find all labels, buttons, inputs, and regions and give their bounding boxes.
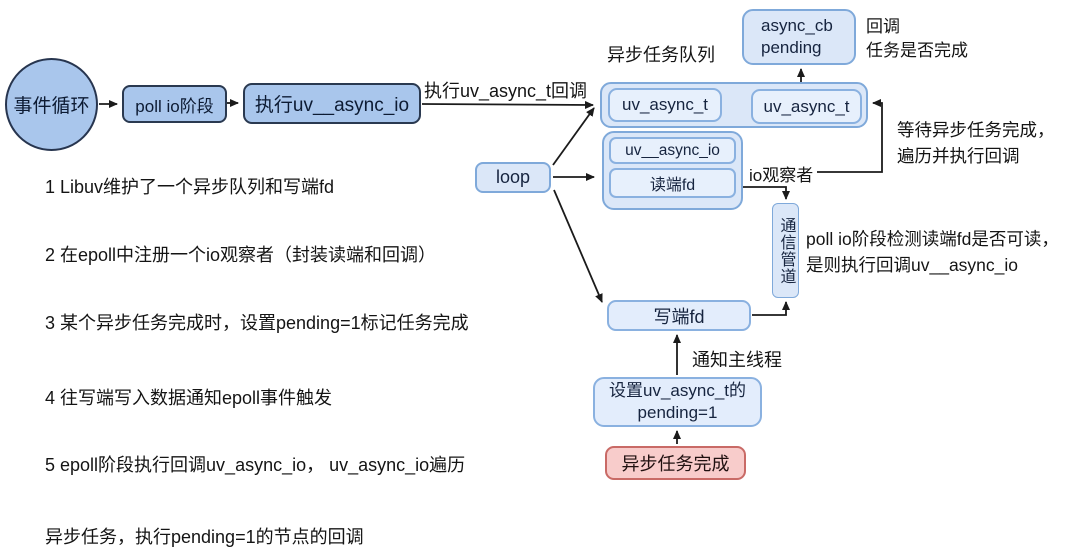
note-5: 5 epoll阶段执行回调uv_async_io， uv_async_io遍历: [45, 455, 466, 475]
exec-callback-arrow-label: 执行uv_async_t回调: [424, 81, 588, 101]
communication-pipe-label: 通信管道: [777, 216, 795, 285]
write-fd-node: 写端fd: [607, 300, 751, 331]
uv-async-t-label-2: uv_async_t: [763, 96, 850, 116]
exec-uv-async-io-label: 执行uv__async_io: [254, 95, 410, 116]
io-watcher-label: io观察者: [749, 166, 814, 185]
loop-label: loop: [495, 167, 531, 187]
note-1: 1 Libuv维护了一个异步队列和写端fd: [45, 177, 335, 197]
note-4: 4 往写端写入数据通知epoll事件触发: [45, 388, 333, 408]
wait-note: 等待异步任务完成， 遍历并执行回调: [897, 117, 1055, 170]
set-pending-line2: pending=1: [637, 403, 718, 422]
poll-check-note: poll io阶段检测读端fd是否可读， 是则执行回调uv__async_io: [806, 226, 1059, 279]
loop-node: loop: [475, 162, 551, 193]
exec-uv-async-io-node: 执行uv__async_io: [243, 83, 421, 124]
async-task-done-node: 异步任务完成: [605, 446, 746, 480]
uv-async-t-label-1: uv_async_t: [622, 95, 708, 114]
async-task-done-label: 异步任务完成: [621, 454, 730, 474]
wait-note-line2: 遍历并执行回调: [897, 146, 1020, 167]
async-cb-pending-node: async_cb pending: [742, 9, 856, 65]
uv-async-t-node-1: uv_async_t: [608, 88, 722, 122]
wait-note-line1: 等待异步任务完成，: [897, 120, 1055, 140]
callback-note: 回调 任务是否完成: [866, 15, 968, 63]
read-fd-node: 读端fd: [609, 168, 736, 198]
async-queue-title: 异步任务队列: [607, 45, 715, 65]
note-3: 3 某个异步任务完成时，设置pending=1标记任务完成: [45, 313, 469, 333]
callback-note-line2: 任务是否完成: [866, 40, 968, 60]
arrow-exec-to-queue: [421, 100, 594, 109]
event-loop-label: 事件循环: [13, 96, 90, 117]
io-watcher-uv-async-io-label: uv__async_io: [625, 141, 720, 159]
communication-pipe-node: 通信管道: [772, 203, 799, 298]
callback-note-line1: 回调: [866, 17, 900, 36]
arrow-loop-to-writefd: [553, 189, 603, 303]
async-cb-label: async_cb: [761, 15, 833, 35]
poll-io-stage-node: poll io阶段: [122, 85, 227, 123]
arrow-loop-to-queue: [552, 107, 595, 166]
poll-io-stage-label: poll io阶段: [135, 96, 214, 116]
set-pending-node: 设置uv_async_t的 pending=1: [593, 377, 762, 427]
note-2: 2 在epoll中注册一个io观察者（封装读端和回调）: [45, 245, 437, 265]
notify-main-thread-label: 通知主线程: [692, 350, 782, 370]
arrow-readfd-to-pipe: [737, 186, 790, 200]
io-watcher-uv-async-io-node: uv__async_io: [609, 137, 736, 164]
read-fd-label: 读端fd: [649, 177, 696, 194]
write-fd-label: 写端fd: [653, 306, 705, 327]
note-6: 异步任务，执行pending=1的节点的回调: [45, 527, 364, 547]
set-pending-line1: 设置uv_async_t的: [609, 380, 746, 400]
poll-check-note-line1: poll io阶段检测读端fd是否可读，: [806, 229, 1059, 249]
poll-check-note-line2: 是则执行回调uv__async_io: [806, 255, 1019, 276]
arrow-writefd-to-pipe: [752, 301, 790, 316]
pending-label: pending: [761, 38, 822, 57]
event-loop-node: 事件循环: [5, 58, 98, 151]
uv-async-t-node-2: uv_async_t: [751, 89, 862, 124]
